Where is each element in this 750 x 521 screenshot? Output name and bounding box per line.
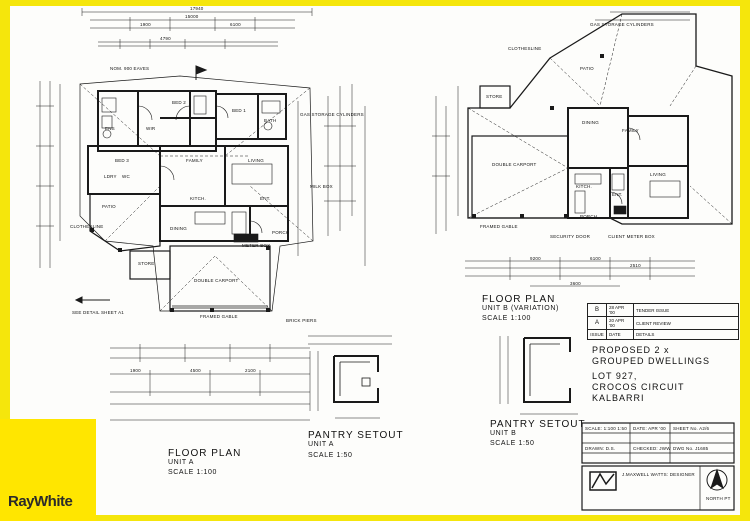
pantry-b-title: PANTRY SETOUT [490,419,586,430]
raywhite-logo: RayWhite [0,419,96,521]
room-label: DOUBLE CARPORT [194,278,239,283]
pantry-b-scale: SCALE 1:50 [490,440,535,447]
project-line: GROUPED DWELLINGS [592,356,711,366]
project-line: KALBARRI [592,393,645,403]
room-label: FAMILY [622,128,639,133]
room-label: BED 1 [232,108,247,113]
designer-name: J.MAXWELL WATTS: DESIGNER [622,472,695,477]
table-row: ISSUE DATE DETAILS [587,329,739,340]
room-label: WIR [146,126,156,131]
project-line: LOT 927, [592,371,638,381]
room-label: KITCH. [190,196,206,201]
room-label: LIVING [650,172,666,177]
revision-id: ISSUE [587,329,607,340]
unit-a-plan-title: FLOOR PLAN [168,448,242,459]
plan-note: FRAMED GABLE [480,224,518,229]
plan-note: NOM. 900 EAVES [110,66,150,71]
room-label: BATH [264,118,277,123]
titleblock-scale: SCALE: 1:100 1:50 [585,426,627,431]
north-point-label: NORTH PT [706,496,731,501]
plan-note: FRAMED GABLE [200,314,238,319]
revision-desc: TENDER ISSUE [633,303,739,317]
pantry-a-title: PANTRY SETOUT [308,430,404,441]
plan-note: SEE DETAIL SHEET A1 [72,310,124,315]
dimension-label: 17940 [190,6,204,11]
unit-b-plan-subtitle: UNIT B (VARIATION) [482,305,559,312]
dimension-label: 6100 [230,22,241,27]
project-line: PROPOSED 2 x [592,345,670,355]
plan-note: BRICK PIERS [286,318,317,323]
revision-desc: CLIENT REVIEW [633,316,739,330]
revision-id: B [587,303,607,317]
plan-note: SECURITY DOOR [550,234,591,239]
room-label: BED 2 [172,100,187,105]
room-label: LDRY [104,174,117,179]
unit-a-plan-subtitle: UNIT A [168,459,195,466]
plan-note: MILK BOX [310,184,333,189]
revision-date: DATE [606,329,634,340]
brand-name: RayWhite [8,493,73,510]
room-label: DOUBLE CARPORT [492,162,537,167]
plan-note: GAS STORAGE CYLINDERS [300,112,364,117]
dimension-label: 2510 [630,263,641,268]
room-label: STORE [486,94,503,99]
dimension-label: 4500 [190,368,201,373]
unit-b-plan-scale: SCALE 1:100 [482,315,532,322]
room-label: ENS [105,126,115,131]
room-label: ENT. [260,196,271,201]
plan-note: CLOTHESLINE [508,46,542,51]
table-row: A 20 APR '00 CLIENT REVIEW [587,316,739,330]
table-row: B 28 APR '00 TENDER ISSUE [587,303,739,317]
titleblock-checked: CHECKED: JWW [633,446,671,451]
room-label: FAMILY [186,158,203,163]
revision-id: A [587,316,607,330]
titleblock-drawn: DRAWN: D.S. [585,446,616,451]
plan-note: CLIENT METER BOX [608,234,655,239]
project-title: PROPOSED 2 x GROUPED DWELLINGS [592,345,710,367]
revision-date: 20 APR '00 [606,316,634,330]
pantry-a-scale: SCALE 1:50 [308,452,353,459]
revision-desc: DETAILS [633,329,739,340]
plan-sheet: BED 2 BED 1 BED 3 FAMILY LIVING KITCH. D… [10,6,740,515]
room-label: KITCH. [576,184,592,189]
revision-table: B 28 APR '00 TENDER ISSUE A 20 APR '00 C… [587,303,739,340]
dimension-label: 1900 [130,368,141,373]
dimension-label: 9200 [530,256,541,261]
dimension-label: 3600 [570,281,581,286]
room-label: LIVING [248,158,264,163]
dimension-label: 4790 [160,36,171,41]
titleblock-dwg: DWG No. J1685 [673,446,709,451]
room-label: PATIO [580,66,594,71]
dimension-label: 6100 [590,256,601,261]
room-label: DINING [582,120,599,125]
pantry-a-unit: UNIT A [308,441,335,448]
dimension-label: 15000 [185,14,199,19]
room-label: PATIO [102,204,116,209]
unit-b-plan-title: FLOOR PLAN [482,294,556,305]
project-line: CROCOS CIRCUIT [592,382,685,392]
room-label: ENT. [612,192,623,197]
plan-note: CLOTHESLINE [70,224,104,229]
titleblock-date: DATE: APR '00 [633,426,666,431]
room-label: BED 3 [115,158,130,163]
plan-note: GAS STORAGE CYLINDERS [590,22,654,27]
room-label: PORCH [580,214,598,219]
floor-plan-drawing [36,8,735,511]
titleblock-sheet: SHEET No. A2/6 [673,426,710,431]
project-address: LOT 927, CROCOS CIRCUIT KALBARRI [592,371,685,404]
room-label: STORE [138,261,155,266]
revision-date: 28 APR '00 [606,303,634,317]
room-label: DINING [170,226,187,231]
dimension-label: 1900 [140,22,151,27]
room-label: WC [122,174,130,179]
room-label: PORCH [272,230,290,235]
plan-note: METER BOX [242,243,271,248]
pantry-b-unit: UNIT B [490,430,517,437]
dimension-label: 2100 [245,368,256,373]
unit-a-plan-scale: SCALE 1:100 [168,469,218,476]
